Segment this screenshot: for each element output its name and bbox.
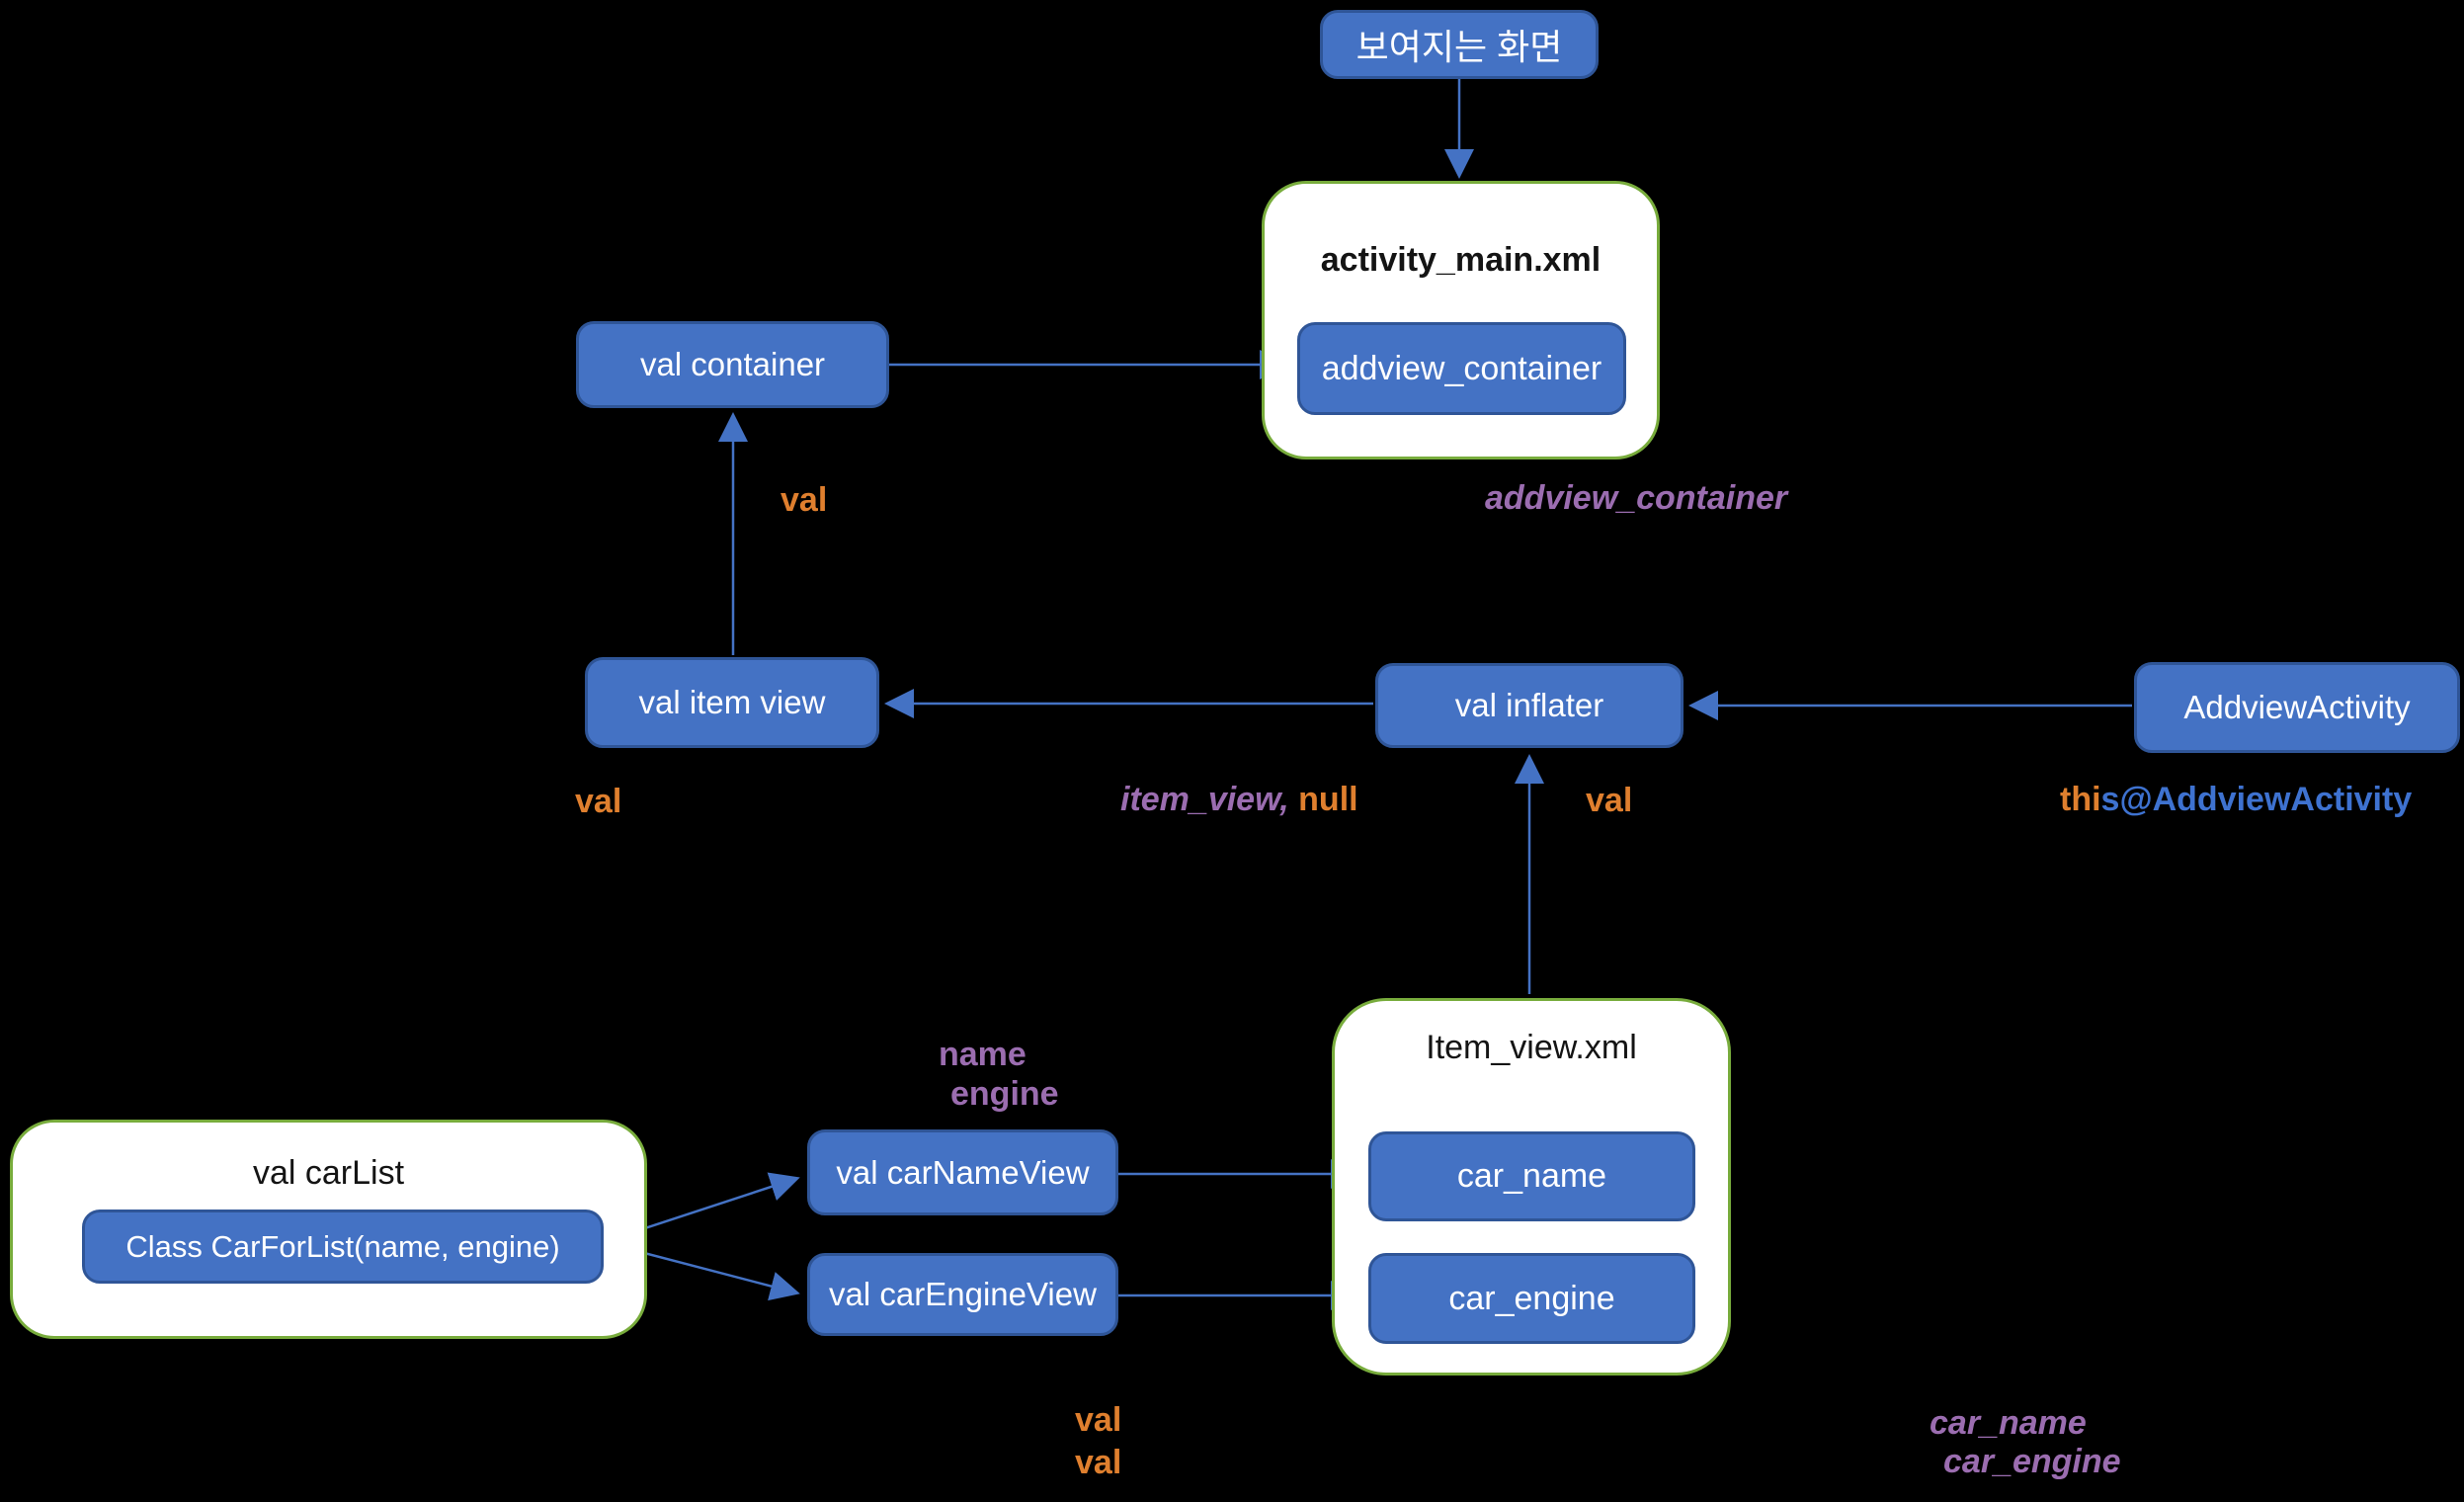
annotation-id-ref-car-engine: car_engine xyxy=(1943,1443,2121,1480)
annotation-inflater-src: val xyxy=(1586,782,1633,819)
node-val-container: val container xyxy=(576,321,889,408)
node-car-name: car_name xyxy=(1368,1131,1695,1221)
annotation-inflate-arg-root: null xyxy=(1288,781,1358,818)
node-addview-activity: AddviewActivity xyxy=(2134,662,2460,753)
node-class-car-for-list: Class CarForList(name, engine) xyxy=(82,1210,604,1284)
car-list-title: val carList xyxy=(252,1154,405,1192)
annotation-addview-container-ref: addview_container xyxy=(1485,479,1788,517)
annotation-param-name: name xyxy=(939,1036,1027,1073)
annotation-item-view-src: val xyxy=(575,783,622,820)
container-car-list: val carList Class CarForList(name, engin… xyxy=(10,1120,647,1339)
node-val-car-name-view: val carNameView xyxy=(807,1129,1118,1215)
container-item-view-xml: Item_view.xml car_name car_engine xyxy=(1332,998,1731,1376)
annotation-inflate-args: item_view, null xyxy=(1120,783,1358,816)
node-val-inflater: val inflater xyxy=(1375,663,1684,748)
annotation-find-view-val-1: val xyxy=(1075,1401,1122,1439)
annotation-find-view-val-2: val xyxy=(1075,1444,1122,1481)
node-val-car-engine-view: val carEngineView xyxy=(807,1253,1118,1336)
node-car-engine: car_engine xyxy=(1368,1253,1695,1344)
annotation-id-ref-car-name: car_name xyxy=(1930,1404,2087,1442)
node-addview-container: addview_container xyxy=(1297,322,1626,415)
activity-main-title: activity_main.xml xyxy=(1320,241,1602,279)
annotation-val-container-src: val xyxy=(780,481,828,519)
annotation-this-ref-orange: thi xyxy=(2060,781,2101,818)
annotation-inflate-arg-layout: item_view, xyxy=(1120,781,1289,818)
node-val-item-view: val item view xyxy=(585,657,879,748)
annotation-param-engine: engine xyxy=(950,1075,1059,1113)
annotation-this-ref-blue: s@AddviewActivity xyxy=(2100,781,2413,818)
container-activity-main: activity_main.xml addview_container xyxy=(1262,181,1660,459)
node-visible-screen: 보여지는 화면 xyxy=(1320,10,1599,79)
item-view-xml-title: Item_view.xml xyxy=(1426,1029,1637,1066)
annotation-this-ref: this@AddviewActivity xyxy=(2060,783,2412,816)
